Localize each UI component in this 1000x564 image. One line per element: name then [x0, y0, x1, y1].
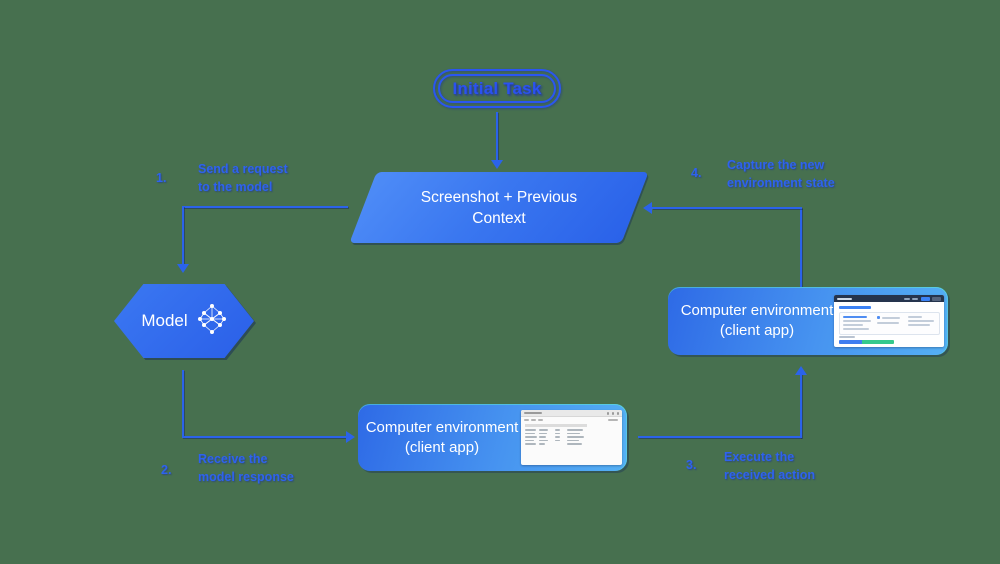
connector-envbottom-to-envright-horizontal — [638, 436, 801, 438]
connector-model-to-env-horizontal — [182, 436, 346, 438]
step-2-number: 2. — [161, 463, 172, 477]
step-2-label: Receive the model response — [198, 452, 294, 484]
env-bottom-screenshot-thumbnail — [521, 410, 622, 465]
thumb-secondary-button — [932, 297, 941, 301]
connector-envright-to-context-vertical — [800, 208, 802, 288]
env-bottom-label: Computer environment (client app) — [365, 418, 519, 456]
thumb-maximize-icon — [611, 412, 614, 415]
step-1-label: Send a request to the model — [198, 162, 288, 194]
connector-envright-to-context-horizontal — [652, 207, 802, 209]
initial-task-inner-ring: Initial Task — [438, 74, 556, 103]
connector-task-to-context — [496, 112, 498, 162]
thumb-navbar — [834, 295, 944, 302]
connector-context-to-model-vertical — [182, 206, 184, 266]
thumb-window-titlebar — [521, 410, 622, 417]
env-right-label: Computer environment (client app) — [680, 302, 834, 339]
arrowhead-down-model — [177, 264, 189, 273]
thumb-close-icon — [616, 412, 619, 415]
connector-envbottom-to-envright-vertical — [800, 374, 802, 438]
arrowhead-left-context — [643, 202, 652, 214]
arrowhead-down-task — [491, 160, 503, 169]
thumb-card — [839, 312, 940, 335]
context-label: Screenshot + Previous Context — [420, 188, 578, 227]
connector-context-to-model-horizontal — [183, 206, 348, 208]
thumb-primary-button — [921, 297, 930, 301]
arrowhead-right-env-bottom — [346, 431, 355, 443]
thumb-table-header — [525, 424, 587, 427]
neural-network-icon — [197, 302, 227, 341]
connector-model-to-env-vertical — [182, 370, 184, 436]
arrowhead-up-env-right — [795, 366, 807, 375]
env-right-screenshot-thumbnail — [834, 295, 944, 347]
thumb-minimize-icon — [606, 412, 609, 415]
initial-task-node: Initial Task — [433, 69, 561, 108]
step-1-number: 1. — [156, 171, 167, 185]
env-bottom-node: Computer environment (client app) — [358, 404, 627, 471]
thumb-progress-bar-blue — [839, 340, 862, 344]
thumb-progress-bar-green — [862, 340, 894, 344]
env-right-node: Computer environment (client app) — [668, 287, 948, 355]
context-node: Screenshot + Previous Context — [349, 172, 649, 243]
thumb-progress-label — [839, 336, 855, 338]
thumb-logo — [837, 297, 852, 300]
model-label: Model — [141, 311, 188, 330]
step-3-label: Execute the received action — [724, 450, 816, 482]
step-3-number: 3. — [686, 458, 697, 472]
step-4-number: 4. — [691, 166, 702, 180]
initial-task-label: Initial Task — [452, 78, 542, 98]
step-4-label: Capture the new environment state — [727, 158, 835, 190]
model-node: Model — [114, 284, 254, 358]
thumb-page-title — [839, 306, 871, 309]
